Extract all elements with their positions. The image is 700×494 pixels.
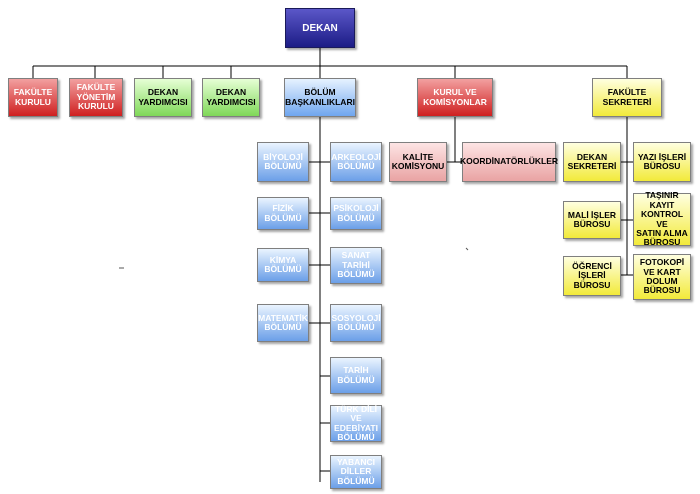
dekan-box: DEKAN: [285, 8, 355, 48]
yazi-isleri-burosu-box: YAZI İŞLERİ BÜROSU: [633, 142, 691, 182]
dekan-yardimcisi-box-1: DEKAN YARDIMCISI: [134, 78, 192, 117]
psikoloji-bolumu-box: PSİKOLOJİ BÖLÜMÜ: [330, 197, 382, 230]
turk-dili-edebiyati-bolumu-box: TÜRK DİLİ VE EDEBİYATI BÖLÜMÜ: [330, 404, 382, 442]
fakulte-kurulu-box: FAKÜLTE KURULU: [8, 78, 58, 117]
sosyoloji-bolumu-box: SOSYOLOJİ BÖLÜMÜ: [330, 304, 382, 342]
fotokopi-kart-dolum-burosu-box: FOTOKOPİ VE KART DOLUM BÜROSU: [633, 254, 691, 300]
fakulte-yonetim-kurulu-box: FAKÜLTE YÖNETİM KURULU: [69, 78, 123, 117]
tasinir-kayit-burosu-box: TAŞINIR KAYIT KONTROL VE SATIN ALMA BÜRO…: [633, 191, 691, 247]
yabanci-diller-bolumu-box: YABANCI DİLLER BÖLÜMÜ: [330, 455, 382, 489]
kimya-bolumu-box: KİMYA BÖLÜMÜ: [257, 248, 309, 282]
kalite-komisyonu-box: KALİTE KOMİSYONU: [389, 142, 447, 182]
dekan-sekreteri-box: DEKAN SEKRETERİ: [563, 142, 621, 182]
biyoloji-bolumu-box: BİYOLOJİ BÖLÜMÜ: [257, 142, 309, 182]
fizik-bolumu-box: FİZİK BÖLÜMÜ: [257, 197, 309, 230]
ogrenci-isleri-burosu-box: ÖĞRENCİ İŞLERİ BÜROSU: [563, 256, 621, 296]
fakulte-sekreteri-box: FAKÜLTE SEKRETERİ: [592, 78, 662, 117]
kurul-komisyonlar-box: KURUL VE KOMİSYONLAR: [417, 78, 493, 117]
bolum-baskanliklari-box: BÖLÜM BAŞKANLIKLARI: [284, 78, 356, 117]
dekan-yardimcisi-box-2: DEKAN YARDIMCISI: [202, 78, 260, 117]
sanat-tarihi-bolumu-box: SANAT TARİHİ BÖLÜMÜ: [330, 247, 382, 284]
koordinatorlukler-box: KOORDİNATÖRLÜKLER: [460, 142, 558, 182]
mali-isler-burosu-box: MALİ İŞLER BÜROSU: [563, 201, 621, 239]
arkeoloji-bolumu-box: ARKEOLOJİ BÖLÜMÜ: [330, 142, 382, 182]
tarih-bolumu-box: TARİH BÖLÜMÜ: [330, 357, 382, 394]
matematik-bolumu-box: MATEMATİK BÖLÜMÜ: [257, 304, 309, 342]
